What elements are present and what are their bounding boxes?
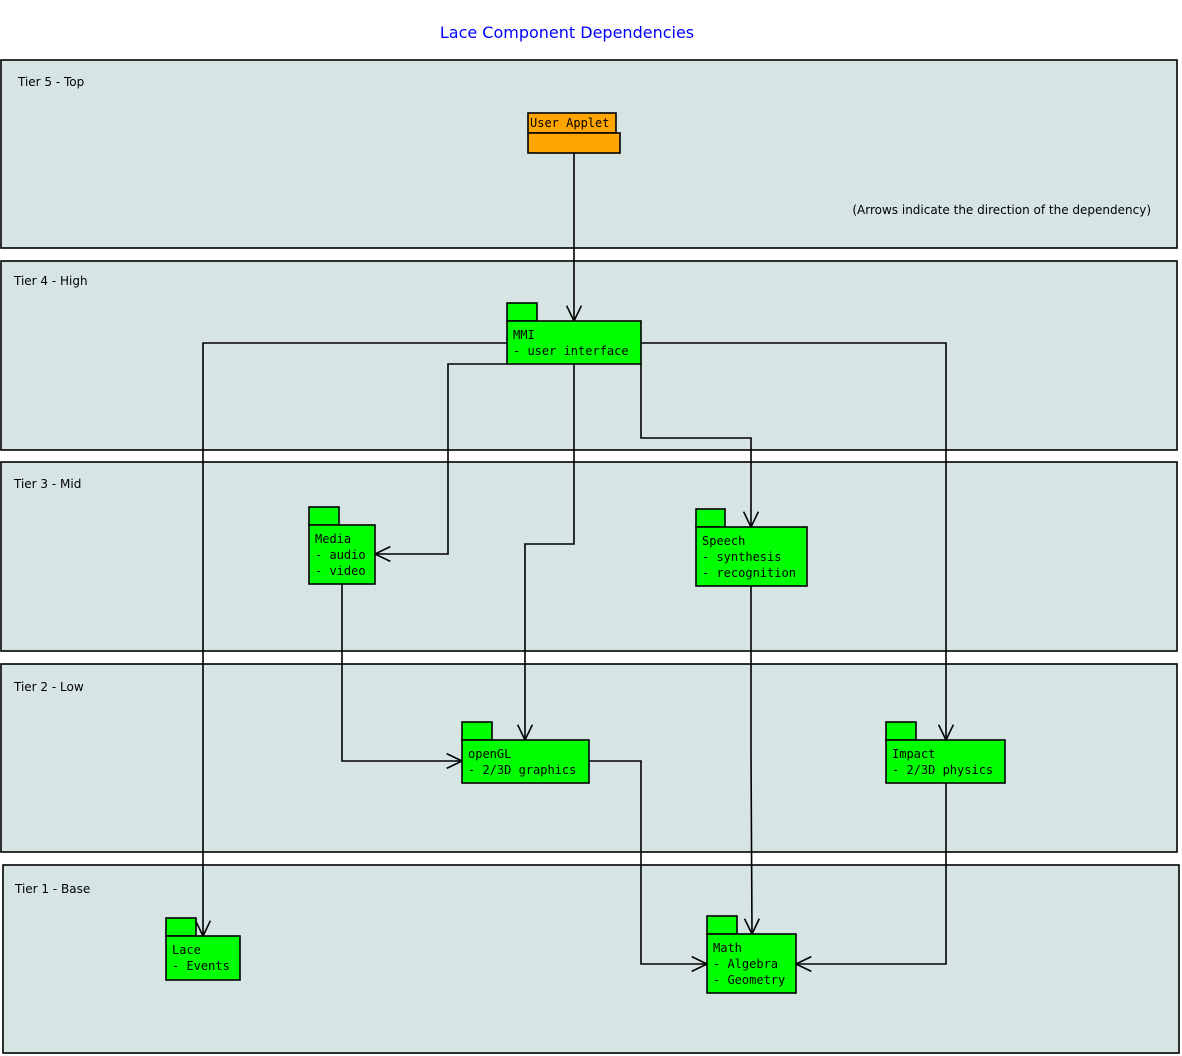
package-body [706, 933, 797, 994]
package-lace[interactable]: Lace - Events [165, 917, 241, 981]
package-text-line: Impact [892, 747, 935, 761]
package-text-line: MMI [513, 328, 535, 342]
package-text-line: openGL [468, 747, 511, 761]
package-text-line: Math [713, 941, 742, 955]
package-tab [506, 302, 538, 322]
package-opengl[interactable]: openGL - 2/3D graphics [461, 721, 590, 784]
tier-t5-band [0, 59, 1178, 249]
package-text-line: Media [315, 532, 351, 546]
package-text-line: Speech [702, 534, 745, 548]
tier-label: Tier 4 - High [13, 274, 88, 288]
diagram-title: Lace Component Dependencies [440, 23, 694, 42]
dependency-line [641, 342, 947, 740]
package-body [308, 524, 376, 585]
package-text-line: - audio [315, 548, 366, 562]
direction-note: (Arrows indicate the direction of the de… [852, 203, 1151, 217]
package-math[interactable]: Math - Algebra - Geometry [706, 915, 797, 994]
package-text-line: - Geometry [713, 973, 785, 987]
package-body [527, 132, 621, 154]
package-media[interactable]: Media - audio - video [308, 506, 376, 585]
package-text-line: - video [315, 564, 366, 578]
dependency-line [202, 342, 507, 936]
package-text-line: Lace [172, 943, 201, 957]
package-body [506, 320, 642, 365]
package-text-line: - 2/3D physics [892, 763, 993, 777]
tier-label: Tier 3 - Mid [13, 477, 81, 491]
package-body [165, 935, 241, 981]
package-tab [885, 721, 917, 741]
package-text-line: - Algebra [713, 957, 778, 971]
package-text-line: - recognition [702, 566, 796, 580]
tier-t3-band [0, 461, 1178, 652]
package-body [695, 526, 808, 587]
package-text-line: - 2/3D graphics [468, 763, 576, 777]
dependency-line [750, 586, 753, 935]
package-body [461, 739, 590, 784]
package-impact[interactable]: Impact - 2/3D physics [885, 721, 1006, 784]
package-text-line: - Events [172, 959, 230, 973]
package-tab [706, 915, 738, 935]
dependency-line [589, 760, 707, 965]
dependency-line [796, 783, 947, 965]
package-body [885, 739, 1006, 784]
dependency-line [524, 364, 575, 740]
package-tab [695, 508, 726, 528]
tier-label: Tier 1 - Base [14, 882, 90, 896]
package-tab [165, 917, 197, 937]
tier-label: Tier 2 - Low [13, 680, 84, 694]
dependency-line [375, 363, 507, 555]
dependency-line [640, 364, 752, 527]
package-mmi[interactable]: MMI - user interface [506, 302, 642, 365]
package-speech[interactable]: Speech - synthesis - recognition [695, 508, 808, 587]
package-text-line: - user interface [513, 344, 629, 358]
package-applet[interactable]: User Applet [527, 112, 621, 154]
package-tab [461, 721, 493, 741]
dependency-line [341, 584, 462, 762]
package-tab [308, 506, 340, 526]
package-text-line: User Applet [530, 116, 609, 130]
package-text-line: - synthesis [702, 550, 781, 564]
tier-label: Tier 5 - Top [17, 75, 84, 89]
